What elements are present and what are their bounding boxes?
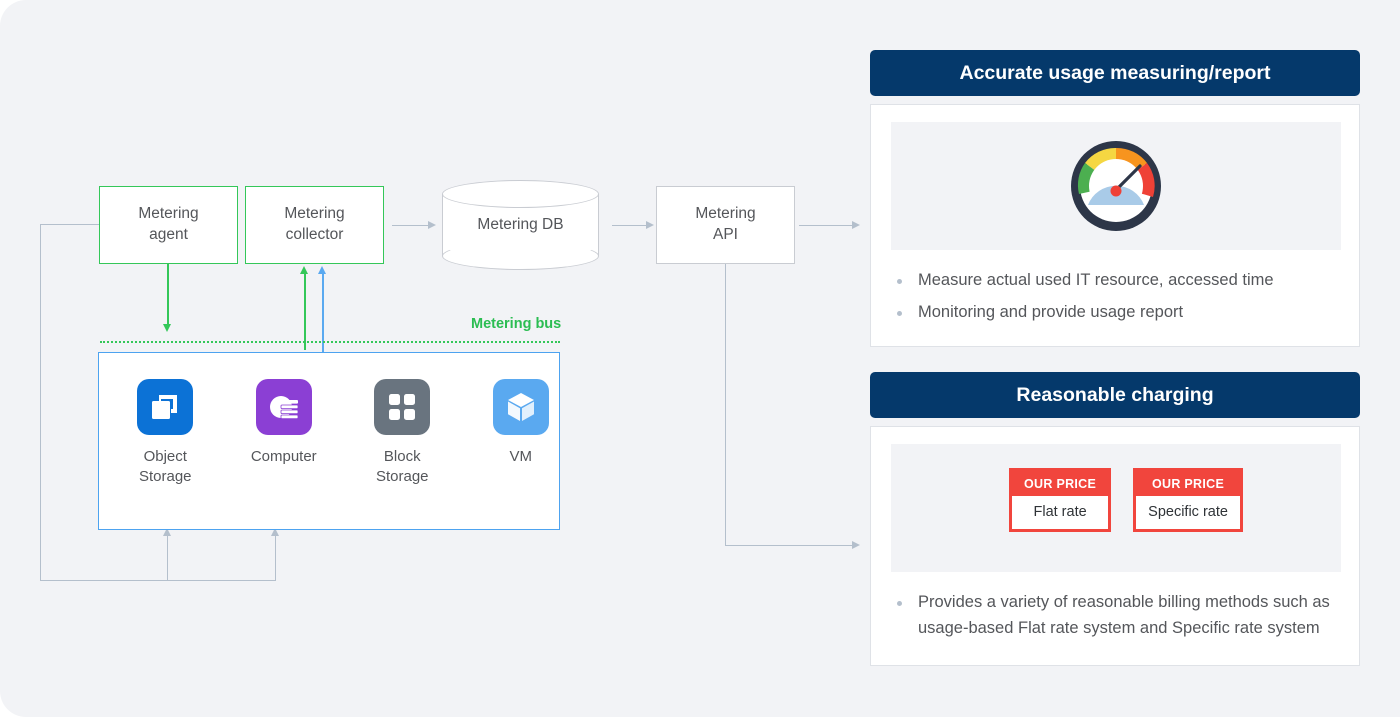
bullet-item: Monitoring and provide usage report (897, 300, 1337, 326)
db-cylinder-bottom (442, 242, 599, 270)
object-storage-icon (137, 379, 194, 435)
feedback-arrow-1 (163, 528, 171, 536)
card-header-reasonable-charging: Reasonable charging (870, 372, 1360, 418)
node-metering-agent[interactable]: Metering agent (99, 186, 238, 264)
db-to-api-arrow (646, 221, 654, 229)
bullet-text: Monitoring and provide usage report (918, 302, 1184, 321)
price-tag-flat-rate[interactable]: OUR PRICE Flat rate (1009, 468, 1112, 532)
bullet-item: Measure actual used IT resource, accesse… (897, 268, 1337, 294)
api-to-card2-vertical (725, 264, 727, 546)
feedback-up-branch-2 (275, 533, 277, 581)
price-tag-header: OUR PRICE (1151, 477, 1225, 491)
metering-api-label-line1: Metering (695, 205, 756, 223)
api-to-card1-arrow (852, 221, 860, 229)
bullet-dot-icon (897, 279, 902, 284)
agent-down-line (167, 264, 169, 326)
collector-green-up-line (304, 272, 306, 350)
bullet-text: Provides a variety of reasonable billing… (918, 593, 1330, 637)
collector-blue-up-arrow (318, 266, 326, 274)
node-metering-api[interactable]: Metering API (656, 186, 795, 264)
block-storage-icon (374, 379, 431, 435)
service-item-block-storage[interactable]: Block Storage (364, 379, 441, 486)
service-item-object-storage[interactable]: Object Storage (127, 379, 204, 486)
metering-agent-label-line1: Metering (138, 205, 199, 223)
feedback-left-vertical (40, 224, 42, 581)
service-label-line2: Storage (375, 467, 429, 485)
service-label-line1: Object (143, 448, 187, 465)
bullet-dot-icon (897, 601, 902, 606)
metering-collector-label-line2: collector (285, 226, 344, 243)
bullet-dot-icon (897, 310, 902, 316)
agent-down-arrow (163, 324, 171, 332)
card-media-gauge (891, 122, 1341, 250)
metering-db-label: Metering DB (477, 216, 564, 233)
node-metering-collector[interactable]: Metering collector (245, 186, 384, 264)
services-row: Object Storage Computer (99, 379, 559, 486)
service-label-line1: Computer (250, 448, 317, 465)
card-bullets-reasonable-charging: Provides a variety of reasonable billing… (897, 590, 1337, 647)
card-body-reasonable-charging: OUR PRICE Flat rate OUR PRICE Specific r… (870, 426, 1360, 666)
db-cylinder-top (442, 180, 599, 208)
service-item-vm[interactable]: VM (483, 379, 560, 486)
feedback-arrow-2 (271, 528, 279, 536)
db-to-api-line (612, 225, 648, 227)
service-item-computer[interactable]: Computer (246, 379, 323, 486)
service-label-vm: VM (483, 447, 560, 467)
price-tag-value: Flat rate (1012, 496, 1109, 529)
feedback-left-top (40, 224, 100, 226)
card-bullets-accurate-usage: Measure actual used IT resource, accesse… (897, 268, 1337, 331)
card-body-accurate-usage: Measure actual used IT resource, accesse… (870, 104, 1360, 347)
collector-to-db-line (392, 225, 430, 227)
card-media-price-tags: OUR PRICE Flat rate OUR PRICE Specific r… (891, 444, 1341, 572)
api-to-card2-horizontal (725, 545, 854, 547)
feedback-up-branch-1 (167, 533, 169, 581)
feedback-bottom-horizontal (40, 580, 276, 582)
service-label-line1: VM (509, 448, 533, 465)
api-to-card1-line (799, 225, 854, 227)
node-metering-db[interactable]: Metering DB (442, 180, 599, 270)
card-title: Accurate usage measuring/report (959, 61, 1271, 84)
card-header-accurate-usage: Accurate usage measuring/report (870, 50, 1360, 96)
vm-icon (492, 379, 549, 435)
collector-green-up-arrow (300, 266, 308, 274)
metering-agent-label-line2: agent (149, 226, 188, 243)
metering-collector-label-line1: Metering (284, 205, 345, 223)
services-panel: Object Storage Computer (98, 352, 560, 530)
collector-to-db-arrow (428, 221, 436, 229)
metering-bus-line (100, 341, 560, 343)
service-label-computer: Computer (246, 447, 323, 467)
service-label-object-storage: Object Storage (127, 447, 204, 486)
gauge-icon (1071, 141, 1161, 231)
service-label-block-storage: Block Storage (364, 447, 441, 486)
metering-bus-label: Metering bus (471, 316, 562, 332)
price-tag-value: Specific rate (1136, 496, 1240, 529)
price-tag-header: OUR PRICE (1024, 477, 1097, 491)
price-tags-group: OUR PRICE Flat rate OUR PRICE Specific r… (1009, 468, 1243, 532)
service-label-line2: Storage (138, 467, 192, 485)
service-label-line1: Block (383, 448, 421, 465)
computer-icon (255, 379, 312, 435)
bullet-item: Provides a variety of reasonable billing… (897, 590, 1337, 641)
price-tag-specific-rate[interactable]: OUR PRICE Specific rate (1133, 468, 1243, 532)
card-title: Reasonable charging (1016, 383, 1214, 406)
api-to-card2-arrow (852, 541, 860, 549)
metering-api-label-line2: API (713, 226, 738, 243)
bullet-text: Measure actual used IT resource, accesse… (918, 271, 1274, 289)
